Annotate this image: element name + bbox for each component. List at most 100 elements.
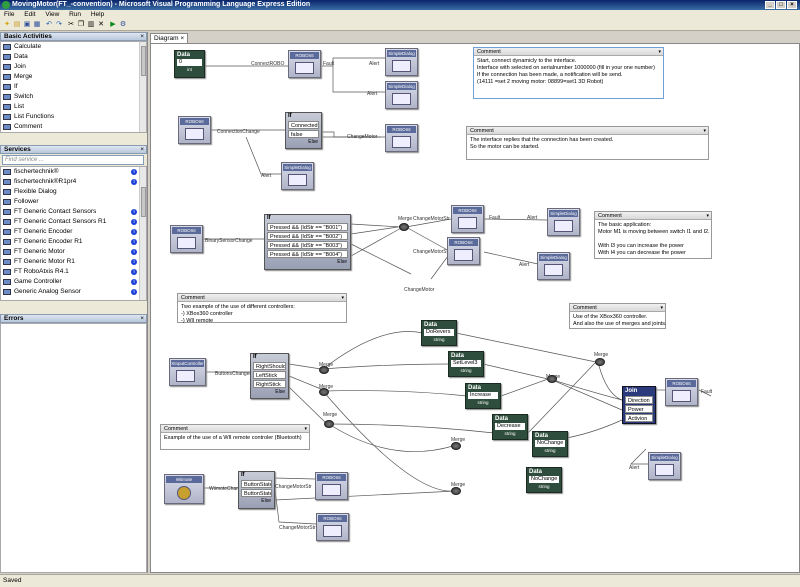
comment-box[interactable]: Comment▾ Example of the use of a WII rem… <box>160 424 310 450</box>
comment-box[interactable]: Comment▾ Two example of the use of diffe… <box>177 293 347 324</box>
robo-service-node[interactable]: ROBOInt <box>315 472 348 500</box>
chevron-down-icon[interactable]: ▾ <box>703 128 706 134</box>
dialog-service-node[interactable]: SimpleDialog <box>385 48 418 76</box>
open-icon[interactable]: ▤ <box>13 21 21 28</box>
merge-node[interactable] <box>324 420 334 428</box>
wiimote-service-node[interactable]: Wiimote <box>164 474 204 504</box>
info-icon[interactable]: i <box>131 289 137 295</box>
robo-service-node[interactable]: ROBOInt <box>451 205 484 233</box>
robo-service-node[interactable]: ROBOInt <box>170 225 203 253</box>
comment-box[interactable]: Comment▾ The basic application: Motor M1… <box>594 211 712 259</box>
dialog-service-node[interactable]: SimpleDialog <box>281 162 314 190</box>
list-item[interactable]: fischertechnik®i <box>1 167 146 177</box>
panel-close-icon[interactable]: × <box>140 146 144 153</box>
list-item[interactable]: List <box>1 102 146 112</box>
dialog-service-node[interactable]: SimpleDialog <box>537 252 570 280</box>
robo-service-node[interactable]: ROBOInt <box>316 513 349 541</box>
if-node[interactable]: If RightShoulder LeftStick RightStick El… <box>250 353 289 399</box>
merge-node[interactable] <box>451 487 461 495</box>
merge-node[interactable] <box>451 442 461 450</box>
tab-diagram[interactable]: Diagram × <box>150 33 188 43</box>
list-item[interactable]: If <box>1 82 146 92</box>
run-icon[interactable]: ▶ <box>110 21 116 28</box>
redo-icon[interactable]: ↷ <box>56 21 62 28</box>
robo-service-node[interactable]: ROBOInt <box>665 378 698 406</box>
undo-icon[interactable]: ↶ <box>46 21 52 28</box>
list-item[interactable]: Comment <box>1 122 146 132</box>
menu-view[interactable]: View <box>45 11 60 18</box>
menu-run[interactable]: Run <box>69 11 82 18</box>
dialog-service-node[interactable]: SimpleDialog <box>385 81 418 109</box>
robo-service-node[interactable]: ROBOInt <box>288 50 321 78</box>
dialog-service-node[interactable]: SimpleDialog <box>547 208 580 236</box>
merge-node[interactable] <box>547 375 557 383</box>
list-item[interactable]: Merge <box>1 72 146 82</box>
scroll-thumb[interactable] <box>141 46 146 76</box>
delete-icon[interactable]: ✕ <box>98 21 104 28</box>
merge-node[interactable] <box>595 358 605 366</box>
info-icon[interactable]: i <box>131 209 137 215</box>
panel-close-icon[interactable]: × <box>140 315 144 322</box>
comment-box[interactable]: Comment▾ The interface replies that the … <box>466 126 709 160</box>
if-node[interactable]: If Pressed && (IdStr == "B001") Pressed … <box>264 214 351 270</box>
copy-icon[interactable]: ❐ <box>77 21 85 28</box>
list-item[interactable]: List Functions <box>1 112 146 122</box>
data-node[interactable]: Data 0 int <box>174 50 205 78</box>
save-icon[interactable]: ▣ <box>23 21 31 28</box>
robo-service-node[interactable]: ROBOInt <box>178 116 211 144</box>
comment-box[interactable]: Comment▾ Use of the XBox360 controller. … <box>569 303 667 329</box>
info-icon[interactable]: i <box>131 259 137 265</box>
list-item[interactable]: Join <box>1 62 146 72</box>
menu-file[interactable]: File <box>4 11 15 18</box>
merge-node[interactable] <box>399 223 409 231</box>
chevron-down-icon[interactable]: ▾ <box>706 213 709 219</box>
maximize-button[interactable]: □ <box>776 1 786 9</box>
menu-edit[interactable]: Edit <box>24 11 36 18</box>
list-item[interactable]: Data <box>1 52 146 62</box>
if-node[interactable]: If Connected false Else <box>285 112 322 149</box>
list-item[interactable]: Calculate <box>1 42 146 52</box>
join-node[interactable]: Join Direction Power Activion <box>622 386 656 424</box>
cut-icon[interactable]: ✂ <box>68 21 74 28</box>
info-icon[interactable]: i <box>131 269 137 275</box>
diagram-canvas[interactable]: Data 0 int ConnectROBO ROBOInt Fault Ale… <box>150 43 800 573</box>
info-icon[interactable]: i <box>131 239 137 245</box>
info-icon[interactable]: i <box>131 179 137 185</box>
find-service-input[interactable]: Find service ... <box>2 155 144 165</box>
debug-icon[interactable]: ⚙ <box>119 21 127 28</box>
if-node[interactable]: If ButtonState.A ButtonState.B Else <box>238 471 275 509</box>
robo-service-node[interactable]: ROBOInt <box>447 237 480 265</box>
dialog-service-node[interactable]: SimpleDialog <box>648 452 681 480</box>
scroll-thumb[interactable] <box>141 187 146 217</box>
info-icon[interactable]: i <box>131 249 137 255</box>
chevron-down-icon[interactable]: ▾ <box>341 295 344 301</box>
info-icon[interactable]: i <box>131 279 137 285</box>
panel-close-icon[interactable]: × <box>140 33 144 40</box>
save-all-icon[interactable]: ▦ <box>33 21 41 28</box>
merge-node[interactable] <box>319 388 329 396</box>
info-icon[interactable]: i <box>131 229 137 235</box>
minimize-button[interactable]: _ <box>765 1 775 9</box>
chevron-down-icon[interactable]: ▾ <box>304 426 307 432</box>
chevron-down-icon[interactable]: ▾ <box>660 305 663 311</box>
list-item[interactable]: Flexible Dialog <box>1 187 146 197</box>
info-icon[interactable]: i <box>131 219 137 225</box>
scrollbar[interactable] <box>139 42 146 132</box>
menu-help[interactable]: Help <box>90 11 105 18</box>
new-icon[interactable]: ✦ <box>4 21 10 28</box>
list-item[interactable]: Switch <box>1 92 146 102</box>
robo-service-node[interactable]: ROBOInt <box>385 124 418 152</box>
